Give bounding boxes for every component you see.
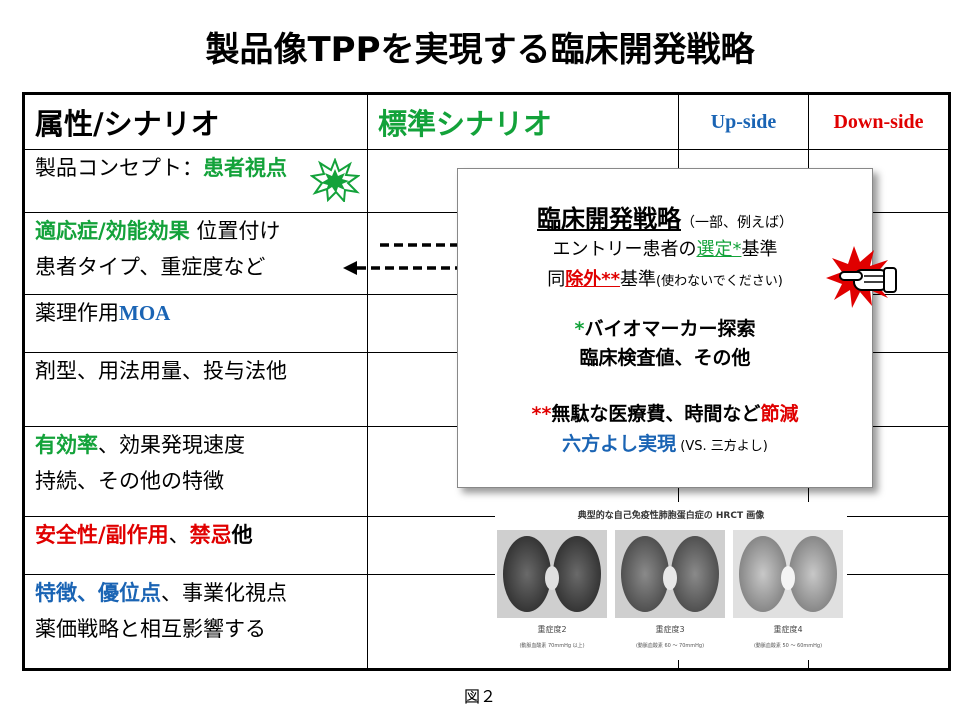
cell-text: 剤型、用法用量、投与法他: [35, 359, 287, 383]
severity-label: 重症度3: [655, 625, 685, 634]
cell-text: 薬価戦略と相互影響する: [35, 617, 266, 641]
row-features: 特徴、優位点、事業化視点薬価戦略と相互影響する: [23, 574, 368, 670]
cell-text: 、: [168, 523, 190, 547]
callout-line-biomarker: *バイオマーカー探索: [574, 318, 756, 340]
severity-sub: (動脈血酸素 60 〜 70mmHg): [635, 643, 705, 649]
cell-text-green: 有効率: [35, 433, 98, 457]
cell-text: 患者タイプ、重症度など: [35, 255, 266, 279]
pointing-hand-icon: [826, 246, 897, 308]
dashed-arrow-left-icon: [343, 261, 465, 275]
starburst-icon: [310, 158, 360, 202]
cell-text-green: 適応症/効能効果: [35, 219, 190, 243]
callout-line-exclusion: 同除外**基準(使わないでください): [547, 269, 783, 290]
hrct-title: 典型的な自己免疫性肺胞蛋白症の HRCT 画像: [577, 511, 765, 521]
cell-text: 他: [231, 523, 253, 547]
cell-text-red: 安全性/副作用: [35, 523, 169, 547]
figure-caption: 図２: [463, 687, 496, 706]
cell-text: 薬理作用: [35, 301, 119, 325]
callout-line-rokuho: 六方よし実現 (VS. 三方よし): [562, 433, 768, 455]
severity-sub: (動脈血酸素 70mmHg 以上): [519, 643, 585, 649]
cell-text-blue: MOA: [119, 301, 171, 325]
cell-text: 製品コンセプト：: [35, 156, 203, 180]
header-downside: Down-side: [808, 93, 950, 150]
cell-text: 、効果発現速度: [98, 433, 245, 457]
callout-line-labvalues: 臨床検査値、その他: [579, 347, 751, 369]
header-attribute: 属性/シナリオ: [23, 93, 368, 150]
cell-text-blue: 、: [77, 581, 98, 605]
hrct-image: 典型的な自己免疫性肺胞蛋白症の HRCT 画像 重症度2 (動脈血酸素: [495, 502, 847, 660]
cell-text-blue: 優位点: [98, 581, 161, 605]
row-indication: 適応症/効能効果 位置付け患者タイプ、重症度など: [23, 212, 368, 295]
severity-label: 重症度2: [537, 625, 567, 634]
row-safety: 安全性/副作用、禁忌他: [23, 516, 368, 575]
severity-sub: (動脈血酸素 50 〜 60mmHg): [753, 643, 823, 649]
cell-text-blue: 特徴: [35, 581, 77, 605]
row-dosage: 剤型、用法用量、投与法他: [23, 352, 368, 427]
header-standard: 標準シナリオ: [367, 93, 679, 150]
row-pharmacology: 薬理作用MOA: [23, 294, 368, 353]
callout-line-waste: **無駄な医療費、時間など節減: [531, 403, 799, 425]
row-efficacy: 有効率、効果発現速度持続、その他の特徴: [23, 426, 368, 517]
header-upside: Up-side: [678, 93, 809, 150]
cell-text: 位置付け: [189, 219, 281, 243]
clinical-strategy-callout: 臨床開発戦略（一部、例えば） エントリー患者の選定*基準 同除外**基準(使わな…: [457, 168, 873, 488]
lung-scan-image: [497, 530, 843, 618]
cell-text-red: 禁忌: [189, 523, 232, 547]
slide-title: 製品像TPPを実現する臨床開発戦略: [205, 30, 755, 70]
cell-text: 、事業化視点: [161, 581, 287, 605]
callout-title: 臨床開発戦略（一部、例えば）: [537, 205, 793, 233]
severity-label: 重症度4: [773, 625, 803, 634]
cell-text-green: 患者視点: [203, 156, 287, 180]
table-header-row: 属性/シナリオ 標準シナリオ Up-side Down-side: [23, 93, 950, 150]
callout-line-inclusion: エントリー患者の選定*基準: [552, 239, 778, 260]
cell-text: 持続、その他の特徴: [35, 469, 224, 493]
